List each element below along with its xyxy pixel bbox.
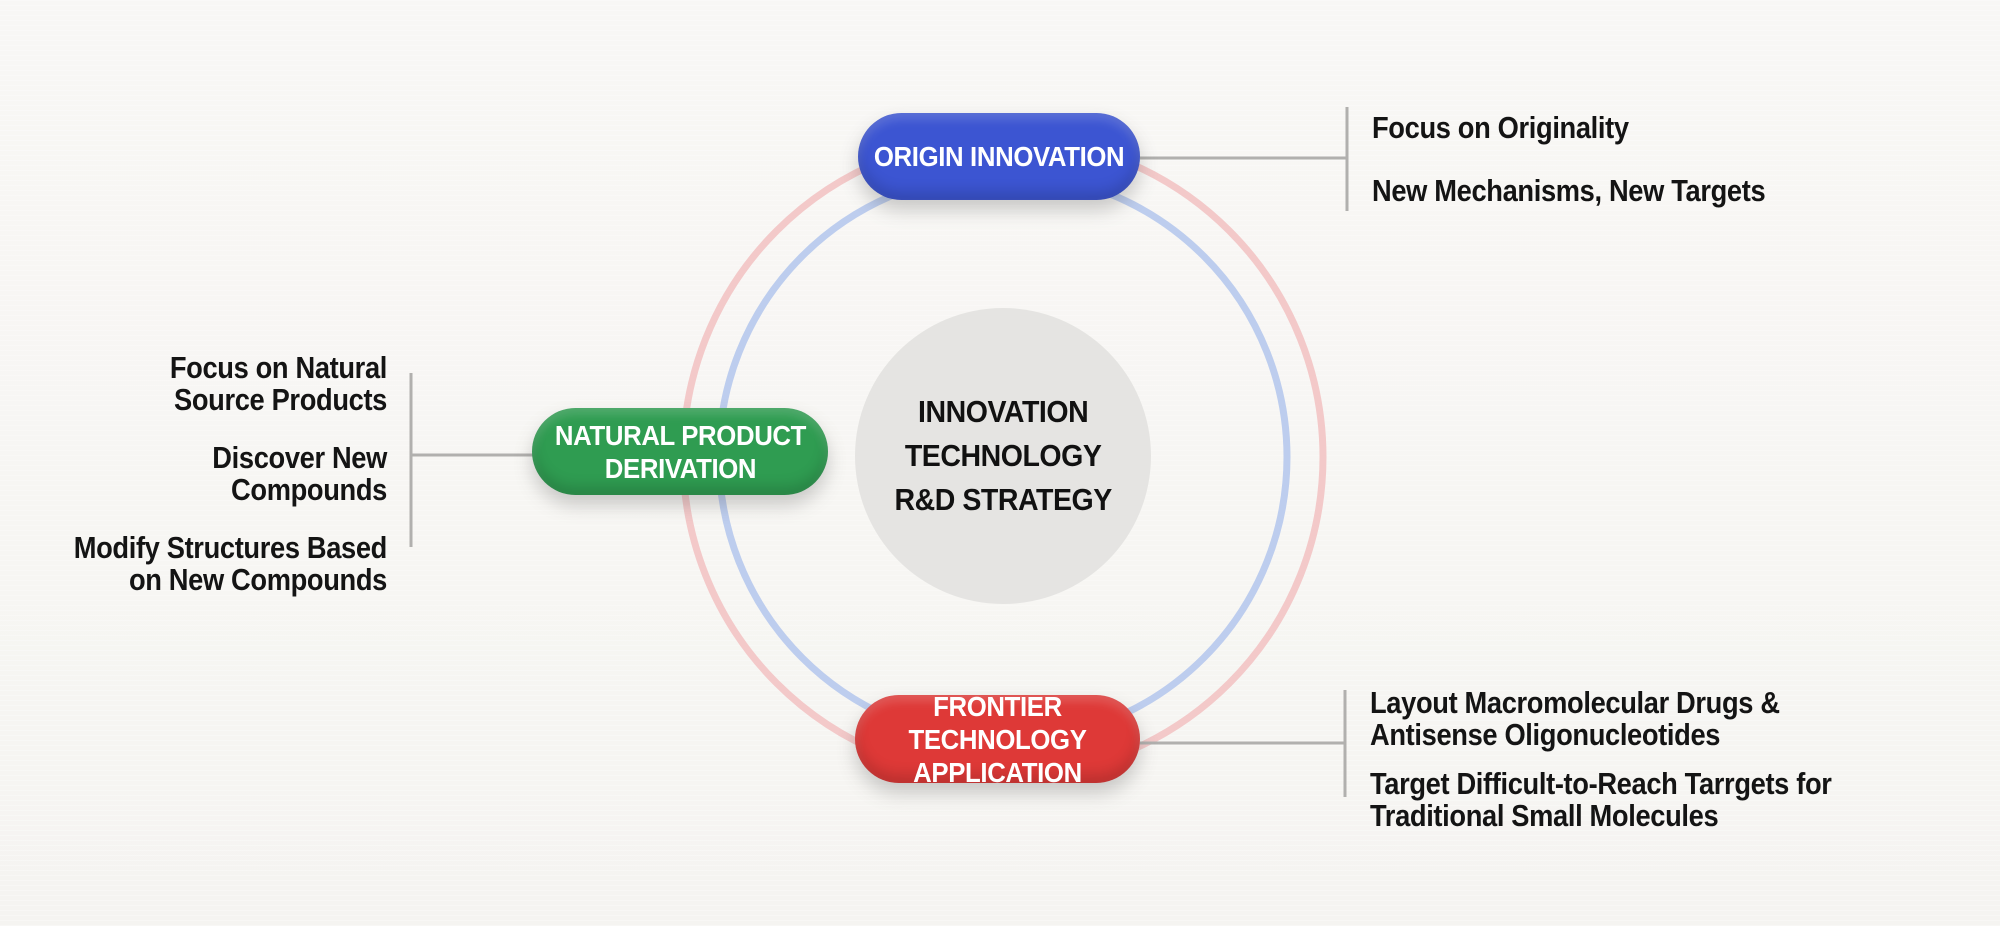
point-text: Focus on Natural Source Products [169,350,388,417]
point-text: New Mechanisms, New Targets [1372,173,1766,208]
origin-points-list: Focus on Originality New Mechanisms, New… [1372,110,1865,209]
natural-product-derivation-pill: NATURAL PRODUCT DERIVATION [532,408,828,495]
center-title-line: INNOVATION [917,394,1089,429]
point-text: Target Difficult-to-Reach Tarrgets for T… [1370,766,1832,833]
pill-label-line: NATURAL PRODUCT [554,419,806,451]
frontier-technology-application-label: FRONTIER TECHNOLOGY APPLICATION [866,690,1128,789]
point-text: Modify Structures Based on New Compounds [73,530,388,597]
point-text: Focus on Originality [1372,110,1629,145]
natural-points-list: Focus on Natural Source Products Discove… [70,350,388,597]
point-text: Layout Macromolecular Drugs & Antisense … [1370,685,1780,752]
origin-innovation-pill: ORIGIN INNOVATION [858,113,1140,200]
point-text: Discover New Compounds [212,440,387,507]
center-title-line: TECHNOLOGY [904,438,1102,473]
center-node: INNOVATION TECHNOLOGY R&D STRATEGY [855,308,1151,604]
center-title-line: R&D STRATEGY [894,482,1112,517]
frontier-points-list: Layout Macromolecular Drugs & Antisense … [1370,687,1889,832]
pill-label-line: ORIGIN INNOVATION [873,141,1125,172]
frontier-technology-application-pill: FRONTIER TECHNOLOGY APPLICATION [855,691,1140,788]
pill-label-line: DERIVATION [604,452,756,484]
center-title: INNOVATION TECHNOLOGY R&D STRATEGY [894,390,1112,522]
pill-label-line: APPLICATION [913,756,1082,788]
origin-innovation-label: ORIGIN INNOVATION [873,140,1125,173]
natural-product-derivation-label: NATURAL PRODUCT DERIVATION [554,419,805,485]
pill-label-line: FRONTIER TECHNOLOGY [908,690,1087,755]
